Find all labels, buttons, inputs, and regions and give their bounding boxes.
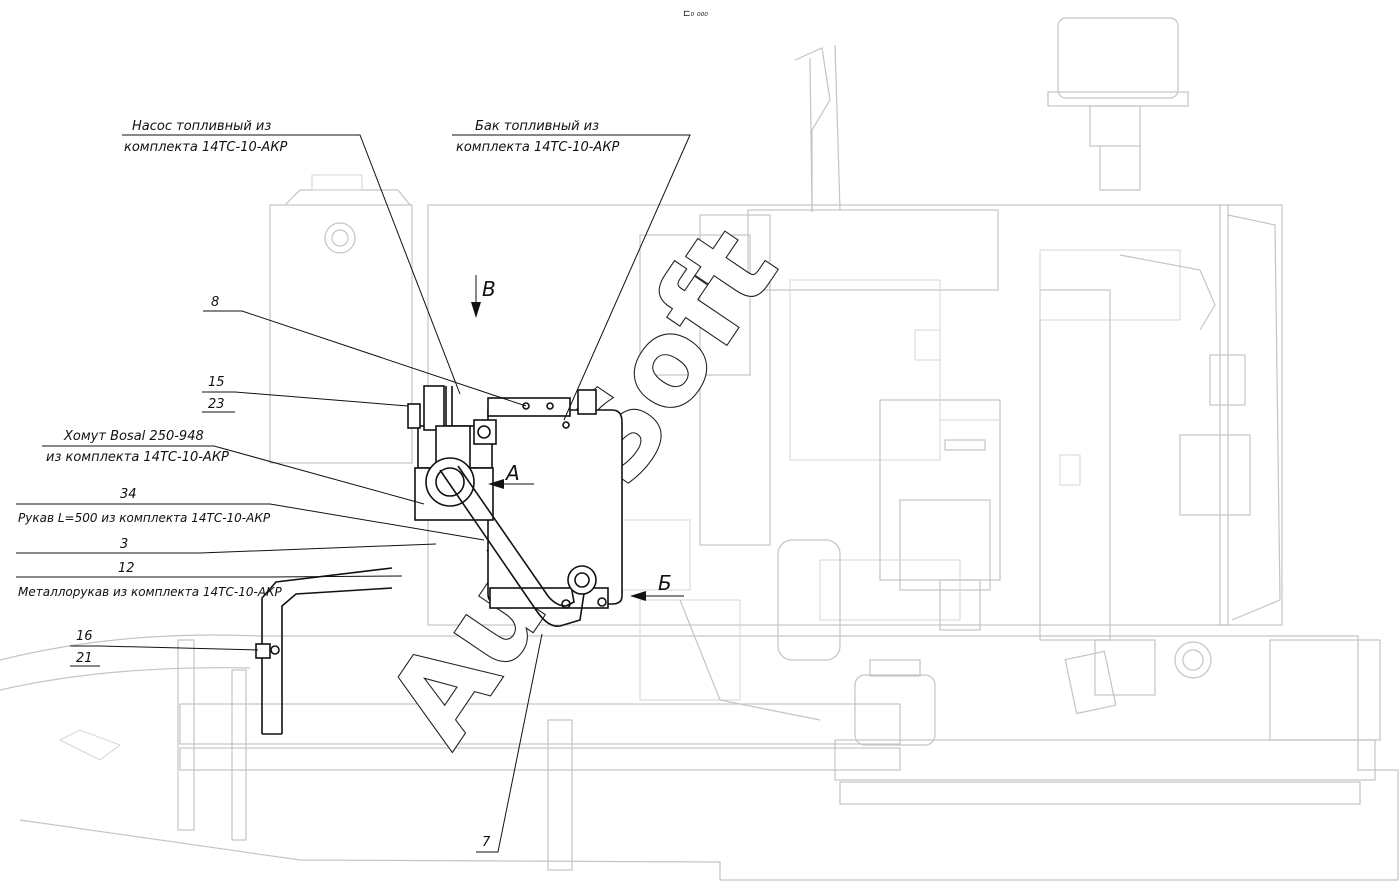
view-arrow-b: Б xyxy=(630,571,684,601)
svg-text:3: 3 xyxy=(120,537,128,552)
callout-pump: Насос топливный из комплекта 14ТС-10-АКР xyxy=(122,119,461,395)
fuel-hose xyxy=(439,465,597,627)
svg-text:комплекта 14ТС-10-АКР: комплекта 14ТС-10-АКР xyxy=(456,140,620,155)
view-arrow-v: В xyxy=(471,275,496,318)
svg-text:34: 34 xyxy=(120,487,137,502)
fuel-tank xyxy=(487,389,623,609)
callout-12: 12 Металлорукав из комплекта 14ТС-10-АКР xyxy=(16,561,403,599)
callout-7: 7 xyxy=(476,633,543,853)
metal-hose xyxy=(255,567,393,735)
callout-clamp: Хомут Bosal 250-948 из комплекта 14ТС-10… xyxy=(42,429,425,505)
engine-ghost-background xyxy=(0,17,1399,881)
svg-text:Бак топливный из: Бак топливный из xyxy=(475,119,599,134)
callout-15-23: 15 23 xyxy=(202,375,409,413)
svg-text:16: 16 xyxy=(76,629,93,644)
svg-text:Хомут Bosal 250-948: Хомут Bosal 250-948 xyxy=(63,429,204,444)
svg-text:Насос топливный из: Насос топливный из xyxy=(132,119,271,134)
svg-text:из комплекта 14ТС-10-АКР: из комплекта 14ТС-10-АКР xyxy=(46,450,229,465)
callout-8: 8 xyxy=(203,295,527,407)
view-arrow-a: А xyxy=(488,461,534,489)
svg-text:7: 7 xyxy=(482,835,491,850)
svg-text:комплекта 14ТС-10-АКР: комплекта 14ТС-10-АКР xyxy=(124,140,288,155)
callout-34: 34 Рукав L=500 из комплекта 14ТС-10-АКР xyxy=(16,487,485,541)
svg-text:В: В xyxy=(482,277,496,301)
callout-tank: Бак топливный из комплекта 14ТС-10-АКР xyxy=(452,119,691,421)
svg-text:23: 23 xyxy=(208,397,225,412)
svg-text:21: 21 xyxy=(76,651,93,666)
svg-text:А: А xyxy=(504,461,520,485)
callout-16-21: 16 21 xyxy=(70,629,259,667)
corner-mark: ⊏₀ ₀₀₀ xyxy=(683,9,708,19)
svg-text:Рукав L=500 из комплекта 14ТС-: Рукав L=500 из комплекта 14ТС-10-АКР xyxy=(18,511,271,525)
svg-text:12: 12 xyxy=(118,561,135,576)
callout-3: 3 xyxy=(16,537,437,554)
svg-text:8: 8 xyxy=(211,295,219,310)
svg-text:Б: Б xyxy=(658,571,672,595)
svg-text:Металлорукав из комплекта 14ТС: Металлорукав из комплекта 14ТС-10-АКР xyxy=(18,585,283,599)
svg-text:15: 15 xyxy=(208,375,225,390)
fuel-pump xyxy=(407,385,497,521)
